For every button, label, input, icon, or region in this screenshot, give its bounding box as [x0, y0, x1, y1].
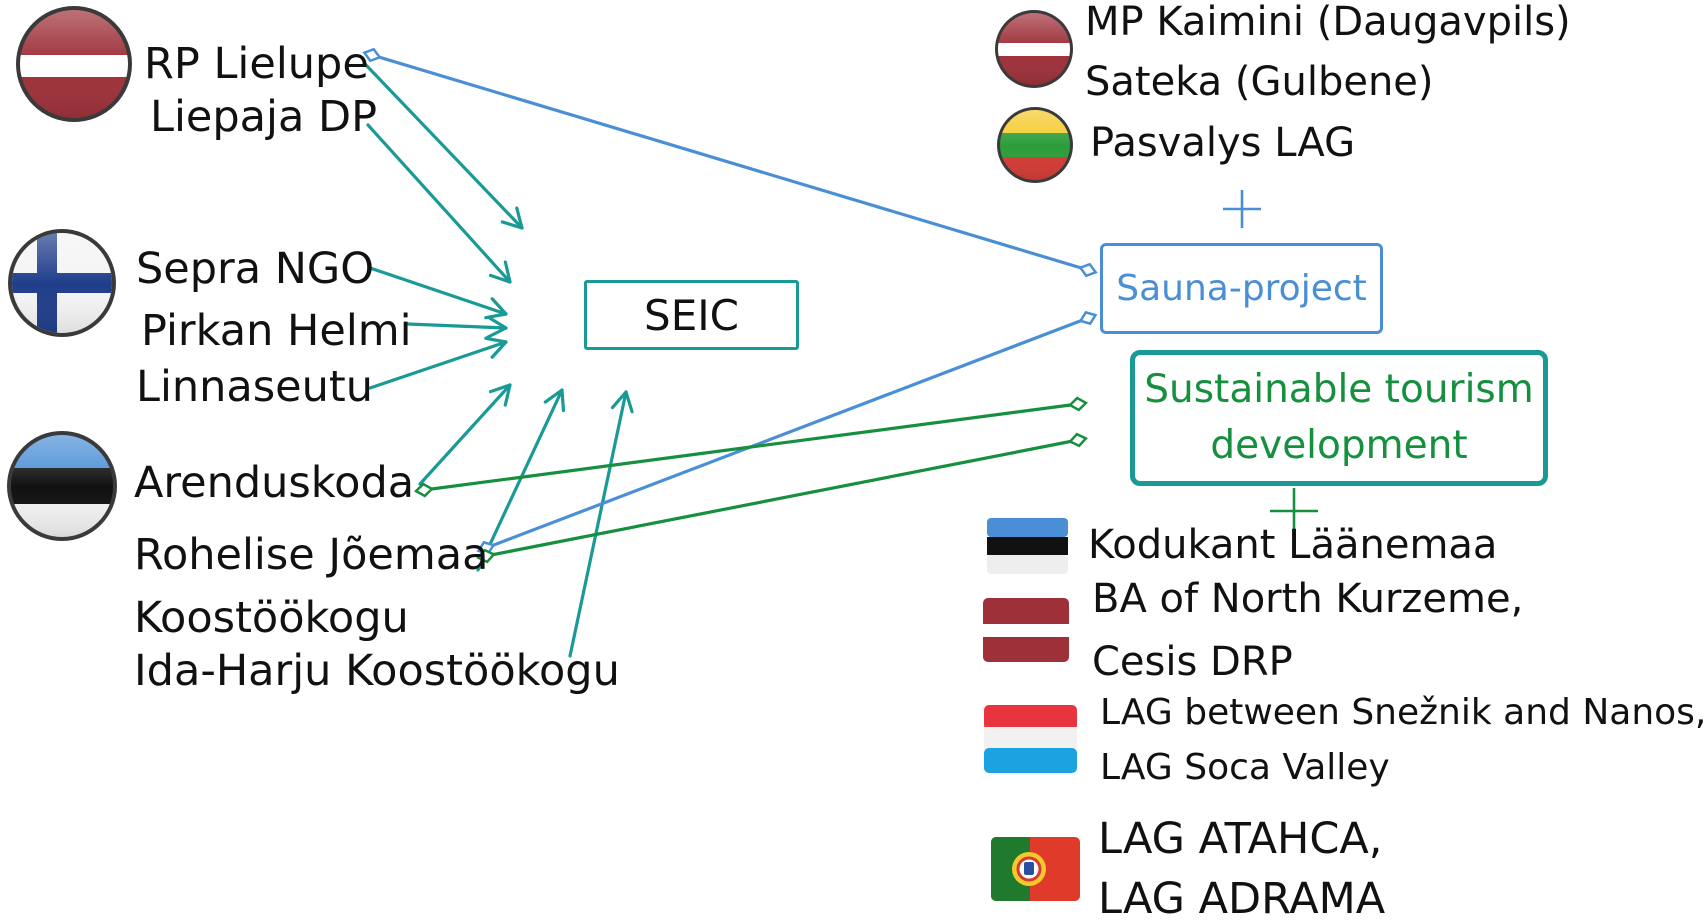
arrow-arenduskoda [418, 383, 512, 486]
sauna-project-label: Sauna-project [1116, 268, 1367, 309]
latvia-flag-badge-icon [16, 6, 132, 122]
label-lag-adrama: LAG ADRAMA [1098, 874, 1386, 924]
seic-label: SEIC [644, 290, 739, 340]
sauna-project-node: Sauna-project [1100, 243, 1383, 334]
connector-arenduskoda-tourism [424, 404, 1078, 490]
seic-node: SEIC [584, 280, 799, 350]
tourism-label-line1: Sustainable tourism [1144, 367, 1534, 412]
label-cesis-drp: Cesis DRP [1092, 639, 1293, 685]
tourism-label-line2: development [1210, 423, 1468, 468]
estonia-flag-badge-icon [7, 431, 117, 541]
lithuania-flag-badge-icon [997, 107, 1073, 183]
label-rp-lielupe: RP Lielupe [144, 39, 369, 89]
latvia-flag-icon [983, 598, 1069, 662]
connector-rohelise-sauna [486, 318, 1088, 548]
label-lag-soca-valley: LAG Soca Valley [1100, 747, 1390, 788]
label-rohelise-joemaa: Rohelise Jõemaa [134, 530, 489, 580]
label-sateka: Sateka (Gulbene) [1085, 59, 1434, 105]
label-mp-kaimini: MP Kaimini (Daugavpils) [1085, 0, 1571, 45]
tourism-connectors [424, 404, 1078, 556]
connector-rp-lielupe-sauna [372, 55, 1088, 270]
label-linnaseutu: Linnaseutu [136, 362, 373, 412]
label-lag-sneznik-nanos: LAG between Snežnik and Nanos, [1100, 692, 1707, 733]
arrow-liepaja-dp [366, 123, 512, 284]
estonia-flag-icon [987, 518, 1068, 574]
sustainable-tourism-node: Sustainable tourism development [1130, 350, 1548, 486]
arrow-pirkan-helmi [406, 315, 508, 339]
label-ida-harju: Ida-Harju Koostöökogu [134, 646, 620, 696]
portugal-flag-icon [991, 837, 1080, 901]
label-arenduskoda: Arenduskoda [134, 458, 415, 508]
latvia-flag-badge-icon-right [995, 10, 1073, 88]
connector-rohelise-tourism [486, 440, 1078, 556]
label-ba-north-kurzeme: BA of North Kurzeme, [1092, 576, 1524, 622]
arrow-ida-harju [568, 390, 634, 658]
label-sepra-ngo: Sepra NGO [136, 244, 375, 294]
label-pasvalys-lag: Pasvalys LAG [1090, 120, 1356, 166]
plus-icon-tourism [1270, 488, 1318, 534]
label-kodukant: Kodukant Läänemaa [1088, 522, 1498, 568]
plus-icon-sauna [1223, 190, 1261, 228]
label-pirkan-helmi: Pirkan Helmi [141, 306, 412, 356]
label-koostookogu: Koostöökogu [134, 593, 409, 643]
slovenia-flag-icon [984, 705, 1077, 773]
finland-flag-badge-icon [8, 229, 116, 337]
label-lag-atahca: LAG ATAHCA, [1098, 814, 1383, 864]
label-liepaja-dp: Liepaja DP [150, 92, 378, 142]
